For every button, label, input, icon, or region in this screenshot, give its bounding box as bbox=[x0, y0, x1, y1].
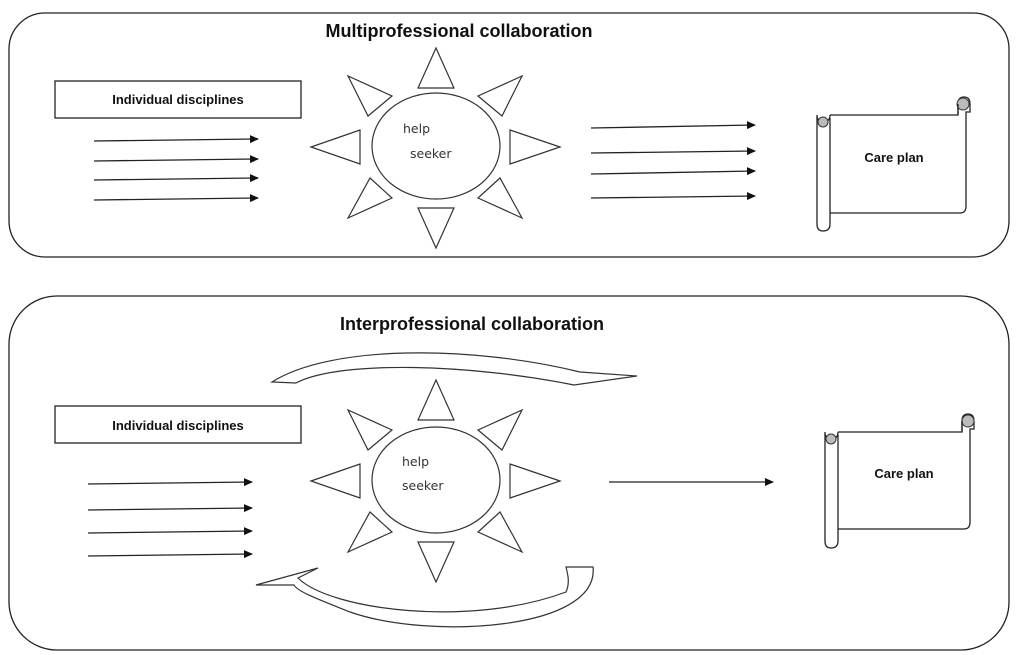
ray-triangle bbox=[309, 463, 361, 499]
disciplines-label: Individual disciplines bbox=[112, 92, 243, 107]
ray-triangle bbox=[476, 511, 524, 554]
ray-triangle bbox=[509, 129, 562, 165]
ray-triangle bbox=[417, 207, 455, 250]
input-arrows bbox=[93, 135, 259, 203]
panel-interprofessional: Interprofessional collaboration Individu… bbox=[8, 295, 1010, 651]
output-arrow bbox=[590, 147, 756, 156]
sun-burst-icon: help seeker bbox=[309, 46, 562, 250]
ray-triangle bbox=[417, 541, 455, 584]
help-seeker-circle bbox=[371, 92, 501, 200]
disciplines-box bbox=[54, 405, 302, 444]
ray-triangle bbox=[346, 74, 394, 117]
output-arrow bbox=[590, 192, 756, 201]
input-arrow bbox=[93, 194, 259, 203]
panel-frame bbox=[8, 295, 1010, 651]
care-plan-label: Care plan bbox=[874, 466, 933, 481]
ray-triangle bbox=[476, 408, 524, 451]
input-arrow bbox=[87, 550, 253, 559]
ray-triangle bbox=[309, 129, 361, 165]
ray-triangle bbox=[509, 463, 562, 499]
disciplines-box bbox=[54, 80, 302, 119]
help-seeker-circle bbox=[371, 426, 501, 534]
scroll-icon: Care plan bbox=[816, 96, 971, 232]
help-seeker-label-line1: help bbox=[402, 454, 429, 469]
scroll-icon: Care plan bbox=[824, 413, 975, 549]
panel-title: Interprofessional collaboration bbox=[340, 314, 604, 334]
output-arrows bbox=[590, 121, 756, 201]
ray-triangle bbox=[476, 177, 524, 220]
input-arrow bbox=[87, 478, 253, 487]
panel-title: Multiprofessional collaboration bbox=[325, 21, 592, 41]
ray-triangle bbox=[346, 177, 394, 220]
ray-triangle bbox=[346, 408, 394, 451]
help-seeker-label-line2: seeker bbox=[410, 146, 452, 161]
input-arrow bbox=[93, 155, 259, 164]
sun-burst-icon: help seeker bbox=[309, 378, 562, 584]
ray-triangle bbox=[476, 74, 524, 117]
input-arrow bbox=[93, 135, 259, 144]
output-arrow bbox=[590, 167, 756, 176]
care-plan-label: Care plan bbox=[864, 150, 923, 165]
curved-arrow-icon bbox=[255, 566, 594, 628]
output-arrow bbox=[590, 121, 756, 130]
help-seeker-label-line1: help bbox=[403, 121, 430, 136]
help-seeker-label-line2: seeker bbox=[402, 478, 444, 493]
input-arrow bbox=[93, 174, 259, 183]
input-arrows bbox=[87, 478, 253, 559]
ray-triangle bbox=[346, 511, 394, 554]
ray-triangle bbox=[417, 46, 455, 89]
input-arrow bbox=[87, 504, 253, 513]
disciplines-label: Individual disciplines bbox=[112, 418, 243, 433]
panel-multiprofessional: Multiprofessional collaboration Individu… bbox=[8, 12, 1010, 258]
ray-triangle bbox=[417, 378, 455, 421]
input-arrow bbox=[87, 527, 253, 536]
panel-frame bbox=[8, 12, 1010, 258]
curved-arrow-icon bbox=[270, 352, 638, 386]
